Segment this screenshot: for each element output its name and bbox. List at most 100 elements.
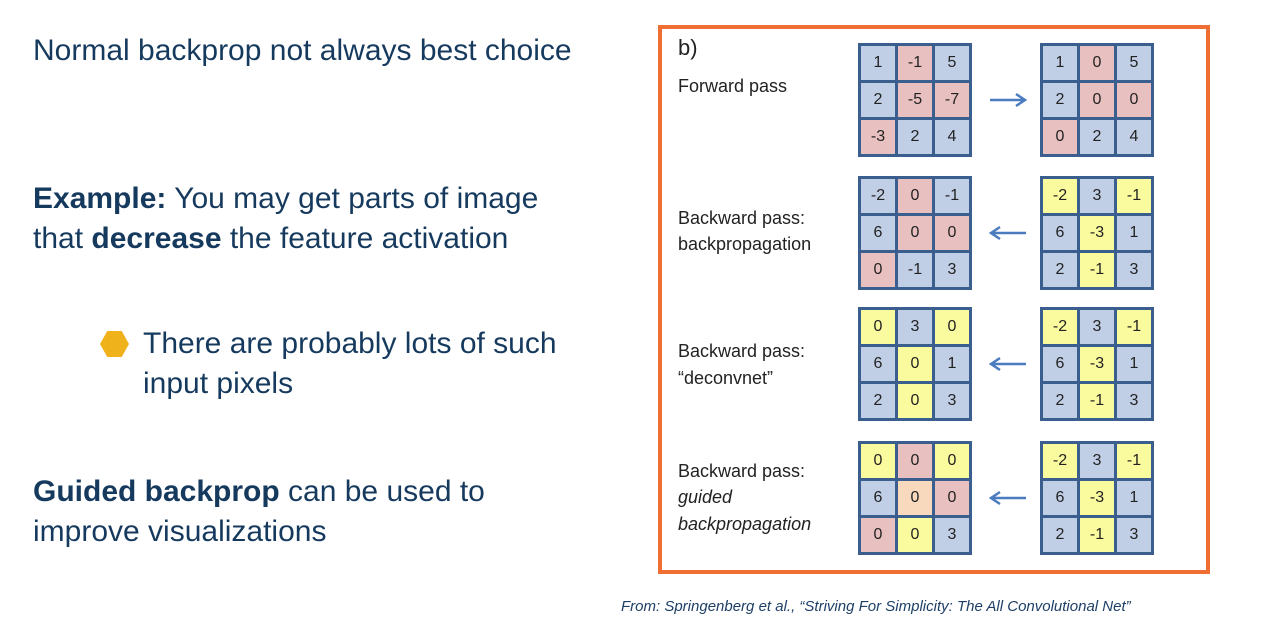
grid-cell: 0 (898, 384, 932, 418)
guided-bold: Guided backprop (33, 475, 280, 508)
grid-cell: 1 (1117, 481, 1151, 515)
grid-cell: 0 (1080, 83, 1114, 117)
grid-cell: 1 (1043, 46, 1077, 80)
grid-cell: 2 (1043, 518, 1077, 552)
grid-cell: -2 (1043, 179, 1077, 213)
grid-cell: 3 (1117, 253, 1151, 287)
slide-heading: Normal backprop not always best choice (33, 34, 572, 67)
grid-cell: -1 (1117, 179, 1151, 213)
grid-cell: -7 (935, 83, 969, 117)
grid-cell: 3 (935, 384, 969, 418)
grid-cell: 5 (935, 46, 969, 80)
example-post: the feature activation (229, 222, 509, 255)
grid-cell: 3 (1117, 518, 1151, 552)
grid-cell: 0 (1080, 46, 1114, 80)
row-label: backpropagation (678, 234, 812, 254)
citation-caption: From: Springenberg et al., “Striving For… (621, 598, 1131, 615)
grid-cell: 3 (898, 310, 932, 344)
grid-cell: 0 (935, 216, 969, 250)
grid-cell: 0 (861, 518, 895, 552)
grid-cell: -1 (1117, 444, 1151, 478)
grid-cell: 0 (935, 481, 969, 515)
row-label: “deconvnet” (678, 368, 774, 388)
row-label: backpropagation (678, 514, 812, 534)
grid-cell: 6 (861, 216, 895, 250)
grid-cell: 3 (1117, 384, 1151, 418)
guided-text: Guided backprop can be used to improve v… (33, 472, 593, 552)
grid-cell: -3 (861, 120, 895, 154)
hexagon-bullet-icon (100, 331, 129, 357)
grid-cell: 0 (861, 444, 895, 478)
grid-cell: -1 (1080, 384, 1114, 418)
grid-cell: -1 (1080, 253, 1114, 287)
grid-cell: 3 (1080, 444, 1114, 478)
arrow-right-icon (990, 92, 1028, 108)
grid-cell: 0 (935, 310, 969, 344)
grid-cell: 0 (898, 518, 932, 552)
grid-cell: 6 (861, 481, 895, 515)
grid-cell: -2 (1043, 444, 1077, 478)
grid-cell: 0 (898, 179, 932, 213)
panel-label: b) (678, 35, 698, 60)
grid-cell: 5 (1117, 46, 1151, 80)
grid-cell: 1 (861, 46, 895, 80)
grid-cell: 2 (1043, 83, 1077, 117)
grid-cell: 3 (935, 518, 969, 552)
grid-cell: -1 (898, 253, 932, 287)
grid-cell: 3 (1080, 310, 1114, 344)
grid-cell: -1 (898, 46, 932, 80)
grid-cell: 0 (861, 253, 895, 287)
grid-cell: -2 (861, 179, 895, 213)
grid-cell: 0 (1117, 83, 1151, 117)
grid-cell: 2 (861, 384, 895, 418)
grid-cell: 4 (1117, 120, 1151, 154)
grid-cell: -3 (1080, 216, 1114, 250)
grid-cell: 1 (935, 347, 969, 381)
bullet-text: There are probably lots of such input pi… (143, 327, 557, 400)
row-label: Backward pass: (678, 461, 806, 481)
grid-cell: 6 (1043, 481, 1077, 515)
grid-cell: 6 (1043, 216, 1077, 250)
example-pre: You may get parts of image that (33, 182, 539, 255)
grid-cell: 0 (898, 216, 932, 250)
grid-cell: 2 (1043, 384, 1077, 418)
row-label: Backward pass: (678, 208, 806, 228)
grid-cell: 0 (898, 444, 932, 478)
grid-cell: -5 (898, 83, 932, 117)
example-label: Example: (33, 182, 167, 215)
row-label: guided (678, 487, 733, 507)
grid-cell: 0 (861, 310, 895, 344)
grid-cell: 2 (861, 83, 895, 117)
grid-cell: 3 (1080, 179, 1114, 213)
example-text: Example: You may get parts of image that… (33, 179, 573, 259)
grid-cell: -2 (1043, 310, 1077, 344)
grid-cell: 3 (935, 253, 969, 287)
grid-cell: -1 (1080, 518, 1114, 552)
grid-cell: 6 (1043, 347, 1077, 381)
grid-cell: -3 (1080, 347, 1114, 381)
grid-cell: -3 (1080, 481, 1114, 515)
grid-cell: 6 (861, 347, 895, 381)
example-bold: decrease (91, 222, 222, 255)
grid-cell: 1 (1117, 216, 1151, 250)
arrow-left-icon (988, 225, 1026, 241)
grid-cell: 2 (898, 120, 932, 154)
arrow-left-icon (988, 490, 1026, 506)
row-label: Backward pass: (678, 341, 806, 361)
row-label: Forward pass (678, 76, 788, 96)
grid-cell: 0 (898, 347, 932, 381)
grid-cell: -1 (935, 179, 969, 213)
grid-cell: 0 (898, 481, 932, 515)
grid-cell: 0 (935, 444, 969, 478)
grid-cell: 0 (1043, 120, 1077, 154)
arrow-left-icon (988, 356, 1026, 372)
grid-cell: 2 (1080, 120, 1114, 154)
grid-cell: 2 (1043, 253, 1077, 287)
